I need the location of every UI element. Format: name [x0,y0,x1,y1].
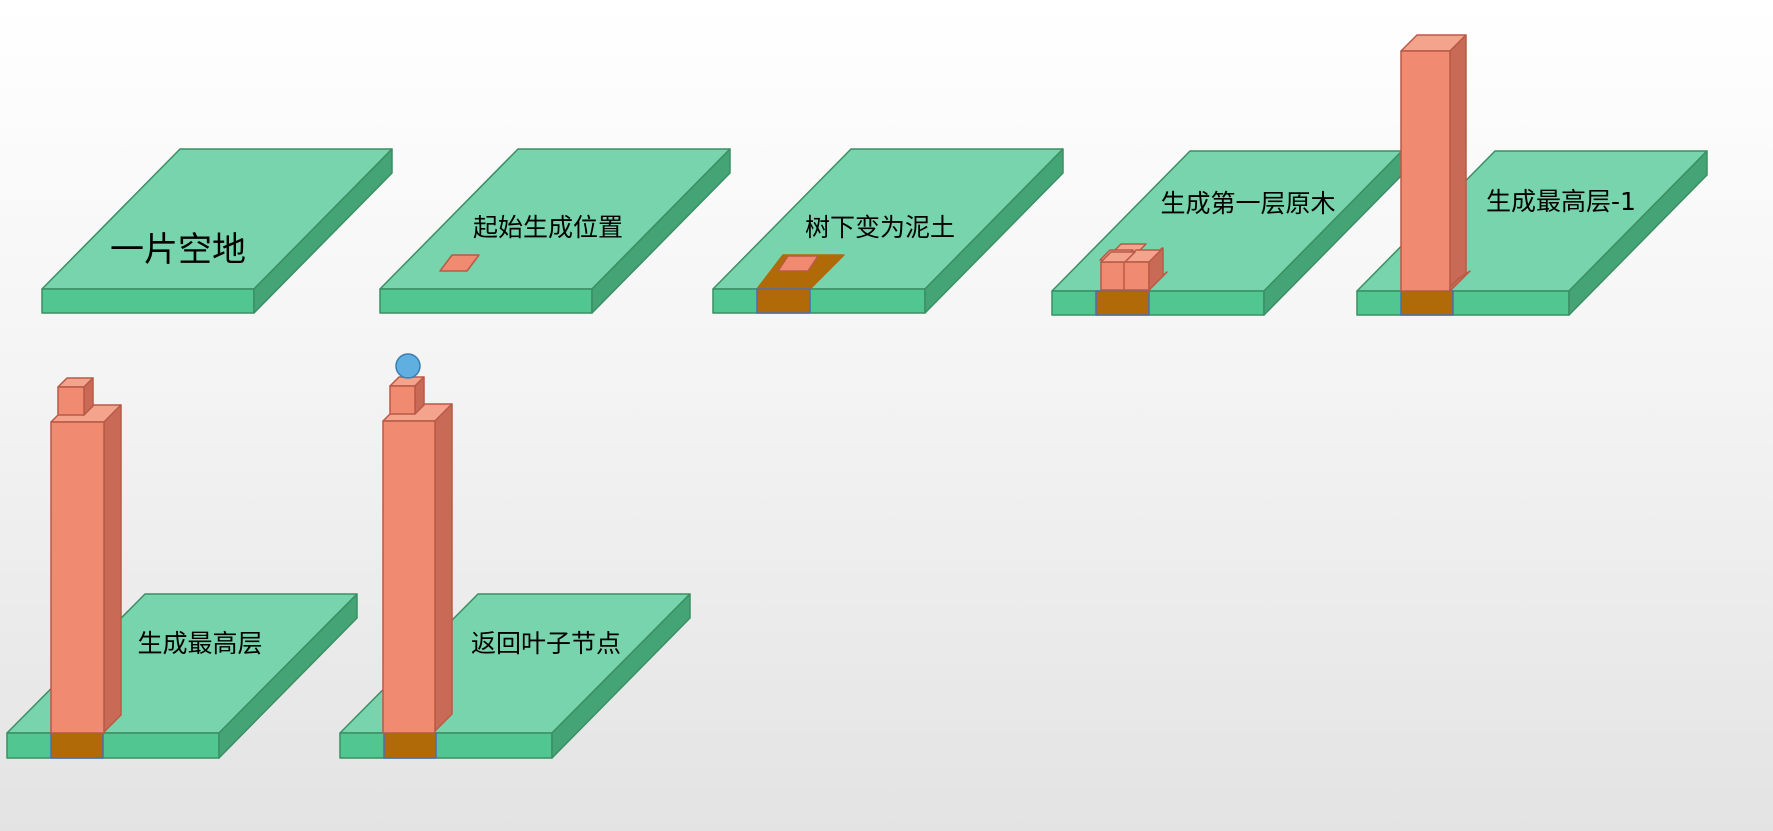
log-cluster [1099,243,1168,292]
leaf-node-marker [395,353,421,379]
log-column [1400,34,1471,292]
step-label: 生成最高层-1 [1486,187,1636,216]
step-label: 返回叶子节点 [471,629,621,658]
platform [41,148,393,314]
step-label: 一片空地 [110,230,246,270]
step-label: 树下变为泥土 [805,213,955,242]
top-log-block [57,377,94,416]
step-label: 生成最高层 [137,629,262,658]
step-6-top-layer: 生成最高层 [6,377,358,759]
step-label: 生成第一层原木 [1160,189,1335,218]
step-2-start-position: 起始生成位置 [379,148,731,314]
log-column [50,404,122,734]
step-1-empty-land: 一片空地 [41,148,393,314]
platform [712,148,1064,314]
step-4-first-log-layer: 生成第一层原木 [1051,150,1403,316]
top-log-block [389,376,425,415]
dirt-block [383,732,437,759]
dirt-block [50,732,104,759]
dirt-block [1095,290,1150,316]
dirt-block [1400,290,1454,316]
platform [379,148,731,314]
dirt-block [756,288,811,314]
step-7-return-leaf-node: 返回叶子节点 [339,353,691,759]
step-5-top-layer-minus-1: 生成最高层-1 [1356,34,1708,316]
step-label: 起始生成位置 [473,213,623,242]
start-marker [777,255,819,272]
start-marker [439,254,480,272]
step-3-dirt-under-tree: 树下变为泥土 [712,148,1064,314]
log-column [382,403,453,734]
